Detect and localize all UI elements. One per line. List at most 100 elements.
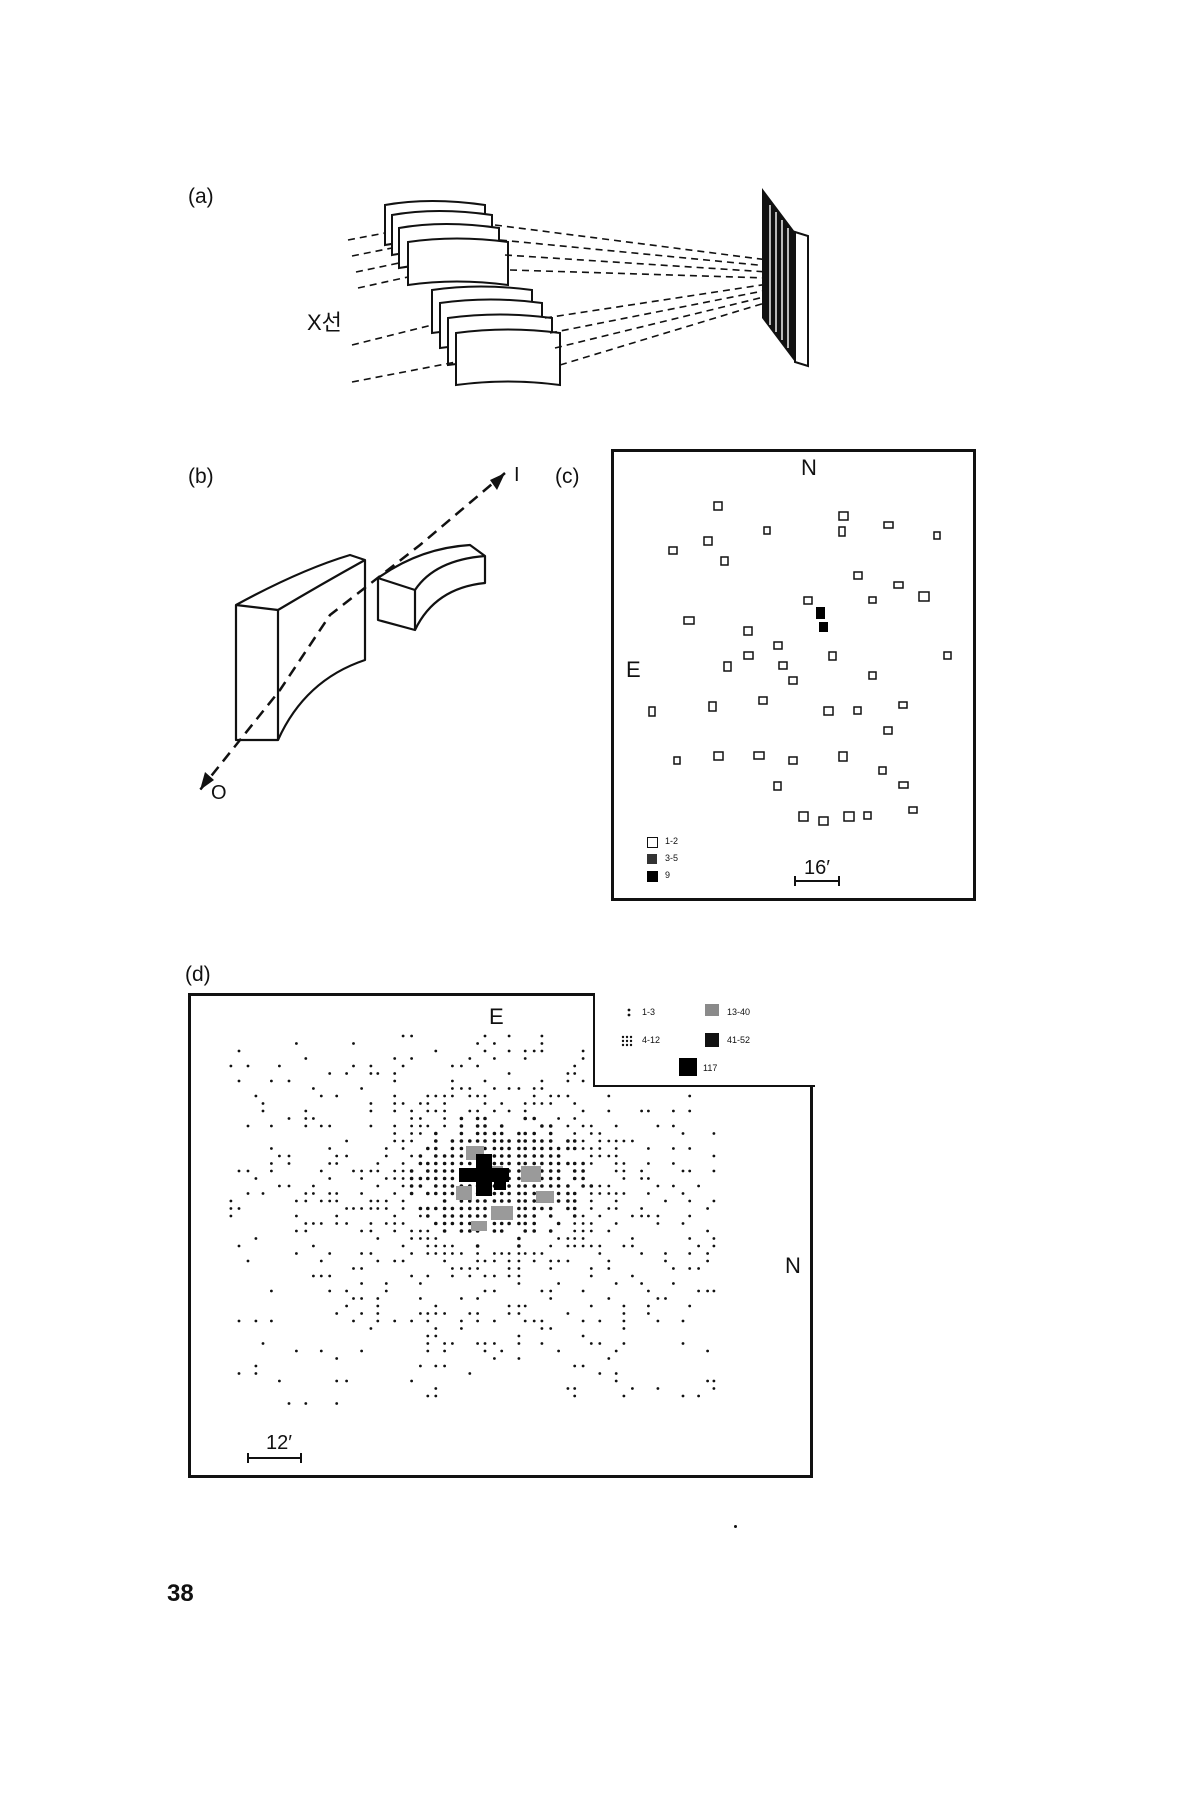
panel-b-label: (b) bbox=[188, 465, 214, 488]
photon-dot bbox=[460, 1267, 463, 1270]
photon-dot bbox=[581, 1334, 585, 1338]
photon-dot bbox=[443, 1109, 446, 1113]
photon-dot bbox=[507, 1087, 511, 1090]
density-hatched bbox=[456, 1186, 472, 1200]
photon-dot bbox=[376, 1162, 380, 1165]
photon-dot bbox=[540, 1206, 544, 1211]
source-marker-small bbox=[763, 526, 771, 535]
photon-dot bbox=[369, 1327, 373, 1330]
photon-dot bbox=[237, 1169, 241, 1173]
photon-dot bbox=[573, 1229, 577, 1233]
photon-dot bbox=[507, 1146, 511, 1151]
photon-dot bbox=[493, 1087, 496, 1090]
photon-dot bbox=[614, 1124, 618, 1128]
photon-dot bbox=[369, 1072, 373, 1075]
source-marker-small bbox=[743, 626, 753, 636]
photon-dot bbox=[647, 1147, 650, 1150]
photon-dot bbox=[523, 1191, 527, 1196]
photon-dot bbox=[566, 1184, 570, 1188]
photon-dot bbox=[335, 1162, 339, 1165]
front-mirror bbox=[234, 553, 367, 742]
photon-dot bbox=[656, 1214, 660, 1218]
photon-dot bbox=[434, 1191, 438, 1196]
source-marker-small bbox=[838, 526, 846, 537]
photon-dot bbox=[393, 1229, 397, 1233]
photon-dot bbox=[557, 1117, 560, 1120]
photon-dot bbox=[345, 1222, 348, 1225]
photon-dot bbox=[566, 1206, 570, 1211]
photon-dot bbox=[598, 1252, 602, 1255]
photon-dot bbox=[712, 1244, 716, 1248]
photon-dot bbox=[261, 1192, 265, 1195]
photon-dot bbox=[468, 1229, 472, 1233]
photon-dot bbox=[589, 1199, 593, 1203]
photon-dot bbox=[688, 1252, 692, 1255]
photon-dot bbox=[401, 1147, 405, 1150]
photon-dot bbox=[523, 1057, 527, 1060]
photon-dot bbox=[532, 1139, 536, 1143]
photon-dot bbox=[647, 1214, 650, 1218]
photon-dot bbox=[573, 1072, 577, 1075]
photon-dot bbox=[681, 1192, 685, 1195]
photon-dot bbox=[548, 1154, 553, 1158]
photon-dot bbox=[426, 1124, 430, 1128]
north-label: N bbox=[785, 1253, 801, 1278]
photon-dot bbox=[237, 1319, 241, 1323]
photon-dot bbox=[319, 1222, 323, 1225]
photon-dot bbox=[410, 1124, 413, 1128]
map-d-frame: E N 1-3 13-40 4-12 41-52 117 12′ bbox=[188, 993, 815, 1478]
photon-dot bbox=[261, 1102, 265, 1105]
photon-dot bbox=[450, 1184, 455, 1188]
photon-dot bbox=[410, 1237, 413, 1240]
photon-dot bbox=[581, 1214, 585, 1218]
photon-dot bbox=[517, 1304, 521, 1308]
source-marker-small bbox=[713, 751, 724, 761]
photon-dot bbox=[434, 1252, 438, 1255]
source-marker-small bbox=[878, 766, 887, 775]
photon-dot bbox=[401, 1162, 405, 1165]
photon-dot bbox=[459, 1199, 464, 1203]
photon-dot bbox=[517, 1199, 521, 1203]
legend-item-117: 117 bbox=[703, 1063, 718, 1073]
photon-dot bbox=[566, 1259, 570, 1263]
source-marker-small bbox=[823, 706, 834, 716]
page-number: 38 bbox=[167, 1580, 194, 1607]
photon-dot bbox=[384, 1207, 388, 1210]
source-marker-small bbox=[883, 726, 893, 735]
photon-dot bbox=[246, 1259, 250, 1263]
source-marker-small bbox=[918, 591, 930, 602]
photon-dot bbox=[681, 1342, 685, 1345]
photon-dot bbox=[451, 1342, 454, 1345]
photon-dot bbox=[419, 1229, 422, 1233]
output-ray-label: O bbox=[211, 782, 227, 804]
photon-dot bbox=[517, 1184, 521, 1188]
photon-dot bbox=[384, 1147, 388, 1150]
photon-dot bbox=[360, 1207, 363, 1210]
photon-dot bbox=[468, 1206, 472, 1211]
photon-dot bbox=[549, 1244, 553, 1248]
photon-dot bbox=[688, 1094, 692, 1098]
photon-dot bbox=[507, 1252, 511, 1255]
photon-dot bbox=[572, 1146, 577, 1151]
panel-a-illustration bbox=[347, 188, 809, 387]
photon-dot bbox=[335, 1199, 339, 1203]
photon-dot bbox=[287, 1154, 291, 1158]
photon-dot bbox=[523, 1146, 527, 1151]
source-marker-small bbox=[943, 651, 952, 660]
photon-dot bbox=[712, 1289, 716, 1293]
photon-dot bbox=[246, 1064, 250, 1068]
photon-dot bbox=[476, 1042, 479, 1045]
photon-dot bbox=[419, 1214, 422, 1218]
photon-dot bbox=[581, 1237, 585, 1240]
legend-swatch-3-5 bbox=[647, 854, 657, 864]
photon-dot bbox=[548, 1176, 553, 1181]
photon-dot bbox=[607, 1184, 611, 1188]
photon-dot bbox=[581, 1057, 585, 1060]
photon-dot bbox=[540, 1049, 544, 1053]
photon-dot bbox=[319, 1124, 323, 1128]
photon-dot bbox=[434, 1244, 438, 1248]
photon-dot bbox=[507, 1154, 511, 1158]
photon-dot bbox=[443, 1094, 446, 1098]
photon-dot bbox=[459, 1161, 464, 1166]
panel-c-label: (c) bbox=[555, 465, 580, 488]
